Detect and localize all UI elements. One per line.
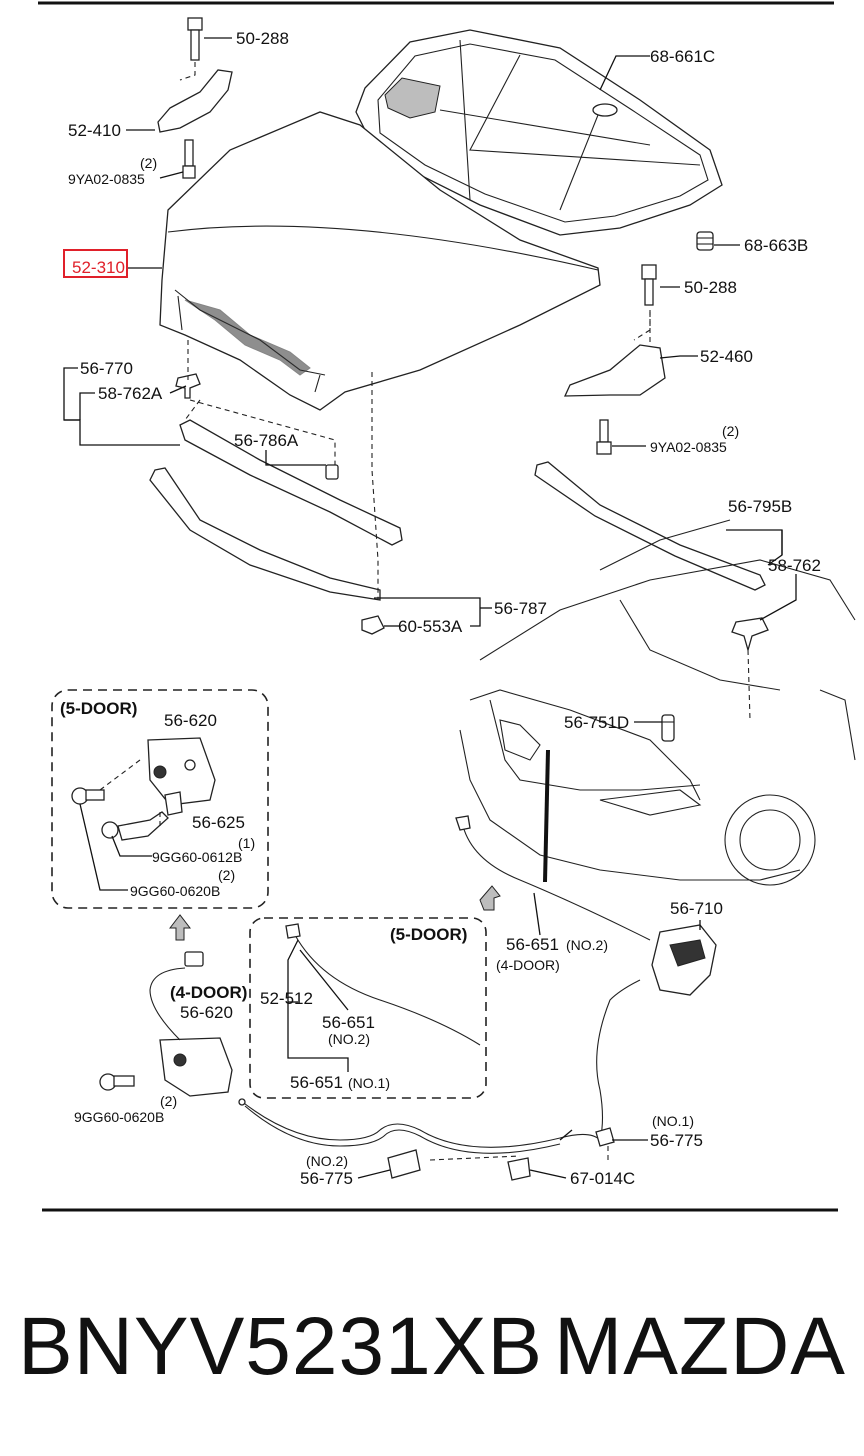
label-56-775-no1-tag: (NO.1) — [652, 1113, 694, 1129]
stay-rod — [543, 749, 550, 883]
label-50-288-a: 50-288 — [236, 29, 289, 48]
clip-56-786a — [325, 464, 339, 480]
label-56-795b: 56-795B — [728, 497, 792, 516]
clip-56-751d — [661, 714, 675, 742]
release-cable-4door — [455, 815, 651, 941]
label-56-651-no2: 56-651 — [506, 935, 559, 954]
label-52-512: 52-512 — [260, 989, 313, 1008]
box-5door-lock — [51, 689, 269, 909]
label-56-620-a: 56-620 — [164, 711, 217, 730]
label-68-663b: 68-663B — [744, 236, 808, 255]
box-5door-cable — [249, 917, 487, 1099]
label-56-651-no1-tag: (NO.1) — [348, 1075, 390, 1091]
label-56-710: 56-710 — [670, 899, 723, 918]
hinge-right — [563, 264, 666, 455]
bracket-56-625 — [101, 811, 169, 841]
label-9gg620-a: 9GG60-0620B — [130, 883, 220, 899]
label-56-651-b-tag: (NO.2) — [328, 1031, 370, 1047]
label-5door-box-b: (5-DOOR) — [390, 925, 467, 944]
arrow-up-right — [479, 885, 501, 911]
label-67-014c: 67-014C — [570, 1169, 635, 1188]
label-58-762a: 58-762A — [98, 384, 163, 403]
label-9gg620-b: 9GG60-0620B — [74, 1109, 164, 1125]
label-9gg620-a-qty: (2) — [218, 867, 235, 883]
lock-4door — [149, 951, 233, 1097]
label-9gg620-b-qty: (2) — [160, 1093, 177, 1109]
brand-name: MAZDA — [554, 1301, 846, 1392]
label-56-620-b: 56-620 — [180, 1003, 233, 1022]
seal-56-795b — [534, 461, 766, 591]
label-56-770: 56-770 — [80, 359, 133, 378]
highlight-box-52-310 — [63, 249, 128, 278]
label-9ya-right-qty: (2) — [722, 423, 739, 439]
clip-60-553a — [361, 615, 385, 635]
label-52-460: 52-460 — [700, 347, 753, 366]
label-58-762: 58-762 — [768, 556, 821, 575]
cable-5door — [285, 923, 481, 1046]
clip-58-762 — [731, 617, 769, 653]
clip-56-775-no1 — [595, 1127, 615, 1147]
leader-lines — [63, 37, 797, 1179]
label-4door-a: (4-DOOR) — [496, 957, 560, 973]
clip-67-014c — [507, 1157, 531, 1181]
car-body — [459, 519, 856, 886]
label-52-410: 52-410 — [68, 121, 121, 140]
label-9gg612-qty: (1) — [238, 835, 255, 851]
release-lever — [596, 924, 717, 1141]
label-56-775-no2-tag: (NO.2) — [306, 1153, 348, 1169]
clip-56-775-no2 — [387, 1149, 421, 1179]
label-5door-box-a: (5-DOOR) — [60, 699, 137, 718]
label-50-288-b: 50-288 — [684, 278, 737, 297]
hood-parts-diagram: 50-288 52-410 (2) 9YA02-0835 52-310 68-6… — [38, 1, 856, 1212]
footer-caption: BNYV5231XB MAZDA — [0, 1300, 864, 1410]
clip-58-762a — [175, 373, 201, 399]
label-9ya-left-qty: (2) — [140, 155, 157, 171]
label-60-553a: 60-553A — [398, 617, 463, 636]
label-56-775-no1: 56-775 — [650, 1131, 703, 1150]
label-68-661c: 68-661C — [650, 47, 715, 66]
label-56-651-b: 56-651 — [322, 1013, 375, 1032]
label-56-786a: 56-786A — [234, 431, 299, 450]
label-56-651-no1: 56-651 — [290, 1073, 343, 1092]
label-9ya-left: 9YA02-0835 — [68, 171, 145, 187]
lock-5door — [147, 737, 216, 816]
label-56-775-no2: 56-775 — [300, 1169, 353, 1188]
bolt-4door — [99, 1073, 135, 1091]
hinge-left — [157, 17, 233, 179]
main-cable — [238, 1098, 601, 1154]
callout-labels: 50-288 52-410 (2) 9YA02-0835 52-310 68-6… — [60, 29, 821, 1188]
seal-56-787 — [149, 467, 381, 601]
part-number: BNYV5231XB — [18, 1301, 544, 1392]
clip-68-663b — [696, 231, 714, 251]
hood-panel — [159, 111, 601, 411]
label-52-310: 52-310 — [72, 258, 125, 277]
label-9gg612: 9GG60-0612B — [152, 849, 242, 865]
label-56-751d: 56-751D — [564, 713, 629, 732]
label-56-651-no2-tag: (NO.2) — [566, 937, 608, 953]
seal-56-770 — [179, 419, 403, 546]
label-9ya-right: 9YA02-0835 — [650, 439, 727, 455]
label-4door-b: (4-DOOR) — [170, 983, 247, 1002]
label-56-787: 56-787 — [494, 599, 547, 618]
hood-insulator — [355, 29, 723, 236]
arrow-up-down-left — [168, 914, 192, 941]
bolt-5door — [71, 787, 105, 805]
label-56-625: 56-625 — [192, 813, 245, 832]
